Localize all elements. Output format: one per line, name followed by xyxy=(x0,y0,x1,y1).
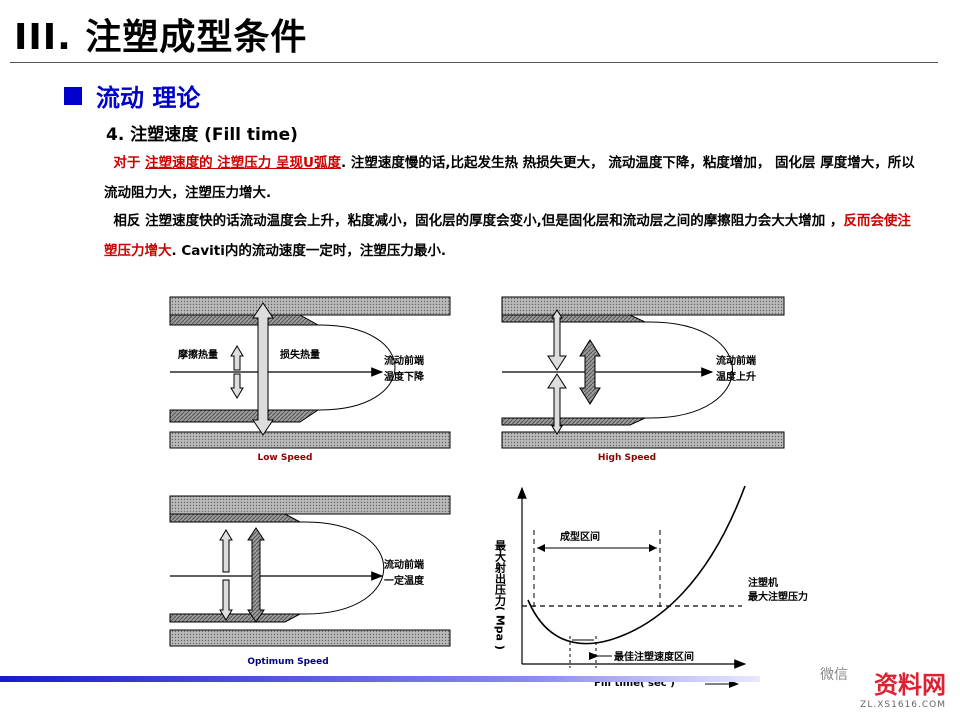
high-speed-diagram: 流动前端 温度上升 High Speed xyxy=(501,296,785,463)
para1-rest: . 注塑速度慢的话,比起发生热 热损失更大， 流动温度下降，粘度增加， 固化层 … xyxy=(104,155,915,201)
low-label-friction: 摩擦热量 xyxy=(178,348,218,361)
chart-ylabel: 最大射出压力( Mpa ) xyxy=(494,540,508,650)
high-caption: High Speed xyxy=(598,453,656,463)
title-divider xyxy=(10,62,938,63)
low-label-loss: 损失热量 xyxy=(280,348,320,361)
para1-emphasis: 注塑速度的 注塑压力 呈现U弧度 xyxy=(145,155,341,171)
section-title: 流动 理论 xyxy=(96,84,201,112)
max-label-2: 最大注塑压力 xyxy=(748,590,808,603)
max-label-1: 注塑机 xyxy=(748,576,778,589)
para2-emphasis: 反而会使注塑压力增大 xyxy=(104,213,911,259)
low-speed-diagram: 摩擦热量 损失热量 流动前端 温度下降 Low Speed xyxy=(169,296,451,463)
bullet-square-icon xyxy=(64,86,82,105)
subheading: 4. 注塑速度 (Fill time) xyxy=(106,125,298,145)
range-label: 成型区间 xyxy=(560,530,600,543)
opt-label-front2: 一定温度 xyxy=(384,574,425,587)
footer-bar xyxy=(0,676,760,682)
watermark: 资料网 ZL.XS1616.COM xyxy=(860,665,946,710)
watermark-logo: 微信 xyxy=(820,667,848,683)
low-label-front1: 流动前端 xyxy=(384,354,424,367)
para2-part2: . Caviti内的流动速度一定时，注塑压力最小. xyxy=(171,243,446,259)
optimum-speed-diagram: 流动前端 一定温度 Optimum Speed xyxy=(169,495,451,667)
high-label-front1: 流动前端 xyxy=(716,354,756,367)
para2-part1: 相反 注塑速度快的话流动温度会上升，粘度减小，固化层的厚度会变小,但是固化层和流… xyxy=(113,213,844,229)
low-caption: Low Speed xyxy=(258,453,313,463)
low-label-front2: 温度下降 xyxy=(384,370,425,383)
paragraph-1: 对于 注塑速度的 注塑压力 呈现U弧度. 注塑速度慢的话,比起发生热 热损失更大… xyxy=(104,148,924,208)
best-range-label: 最佳注塑速度区间 xyxy=(614,650,694,663)
para1-prefix: 对于 xyxy=(113,155,141,171)
chart-xlabel: Fill time( sec ) xyxy=(594,678,675,689)
section-heading: 流动 理论 xyxy=(64,78,200,113)
opt-caption: Optimum Speed xyxy=(247,657,328,667)
watermark-main: 资料网 xyxy=(874,671,946,699)
high-label-front2: 温度上升 xyxy=(716,370,756,383)
watermark-sub: ZL.XS1616.COM xyxy=(860,700,946,710)
page-title: III. 注塑成型条件 xyxy=(14,17,308,58)
pressure-curve xyxy=(527,485,746,645)
pressure-chart: 成型区间 注塑机 最大注塑压力 最佳注塑速度区间 Fill time( sec … xyxy=(494,485,808,689)
paragraph-2: 相反 注塑速度快的话流动温度会上升，粘度减小，固化层的厚度会变小,但是固化层和流… xyxy=(104,206,924,266)
opt-label-front1: 流动前端 xyxy=(384,558,424,571)
